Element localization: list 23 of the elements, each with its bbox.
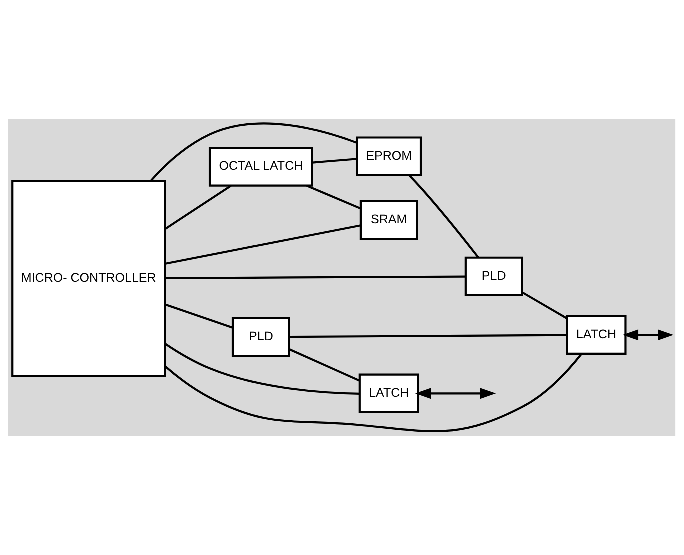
node-box: OCTAL LATCH bbox=[208, 147, 314, 187]
connector bbox=[306, 184, 362, 210]
arrow bbox=[622, 330, 674, 341]
connector bbox=[312, 158, 358, 164]
connector bbox=[165, 276, 466, 280]
node-box: PLD bbox=[464, 256, 524, 296]
connector bbox=[522, 292, 568, 320]
connector bbox=[164, 342, 360, 395]
node-box: LATCH bbox=[358, 374, 420, 414]
node-box: LATCH bbox=[566, 315, 627, 355]
connector bbox=[290, 334, 567, 338]
node-box: SRAM bbox=[360, 200, 418, 240]
connector bbox=[408, 174, 480, 258]
connector bbox=[165, 185, 232, 230]
node-box: PLD bbox=[232, 317, 290, 358]
connector bbox=[165, 304, 234, 329]
arrow bbox=[415, 388, 496, 400]
connector bbox=[164, 224, 362, 266]
connector bbox=[150, 122, 358, 182]
connector bbox=[289, 348, 360, 382]
connector bbox=[164, 353, 583, 432]
node-box: EPROM bbox=[356, 136, 422, 176]
node-box: MICRO- CONTROLLER bbox=[12, 180, 166, 378]
